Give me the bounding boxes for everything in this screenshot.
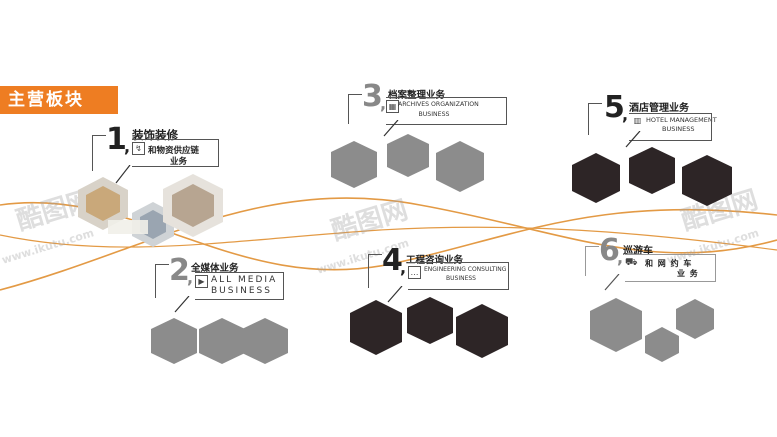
pointer-line xyxy=(174,296,190,313)
frame-line xyxy=(348,94,362,95)
hex-tile xyxy=(572,153,620,203)
section-1: 1 , 装饰装修 ↯ 和物资供应链 业务 xyxy=(92,125,222,185)
section-en-title: ENGINEERING CONSULTING xyxy=(424,266,507,273)
section-title: 巡游车 xyxy=(623,246,653,257)
building-icon: ▥ xyxy=(633,116,642,125)
section-6: 6 , 巡游车 ⛟ 和 网 约 车 业 务 xyxy=(585,234,725,294)
frame-line xyxy=(368,254,382,255)
section-number: 6 xyxy=(599,233,620,268)
photo-collage xyxy=(78,174,223,247)
hex-tile xyxy=(645,327,679,362)
pointer-line xyxy=(383,120,399,137)
pointer-line xyxy=(625,131,641,148)
section-title: 工程咨询业务 xyxy=(406,255,464,266)
photo-caption-strip xyxy=(108,220,148,234)
hex-tile xyxy=(350,300,402,355)
section-en-subtitle: BUSINESS xyxy=(662,125,695,133)
section-number: 2 xyxy=(169,253,190,288)
section-title: 装饰装修 xyxy=(132,128,178,142)
frame-box xyxy=(629,113,712,141)
section-title: 全媒体业务 xyxy=(191,263,239,274)
frame-line xyxy=(92,135,106,136)
chat-icon: … xyxy=(408,266,421,279)
comma: , xyxy=(124,137,131,156)
section-5: 5 , 酒店管理业务 ▥ HOTEL MANAGEMENT BUSINESS xyxy=(588,93,728,153)
video-icon: ▶ xyxy=(195,275,208,288)
comma: , xyxy=(622,105,629,124)
frame-line xyxy=(155,264,169,265)
section-en-subtitle: BUSINESS xyxy=(446,275,476,282)
frame-box xyxy=(408,262,509,290)
hex-tile xyxy=(682,155,732,206)
section-en-title: HOTEL MANAGEMENT xyxy=(646,116,717,124)
section-subtitle: 和 网 约 车 xyxy=(645,259,693,268)
hex-tile xyxy=(151,318,197,364)
wave-line-2 xyxy=(0,197,777,291)
hex-tile xyxy=(387,134,429,177)
frame-box xyxy=(195,272,284,300)
section-title: 酒店管理业务 xyxy=(629,103,689,114)
section-en-subtitle: BUSINESS xyxy=(211,286,272,296)
comma: , xyxy=(187,268,194,287)
section-3: 3 , 档案整理业务 ▦ ARCHIVES ORGANIZATION BUSIN… xyxy=(348,82,508,142)
hex-tile xyxy=(590,298,642,352)
pointer-line xyxy=(115,165,131,184)
section-2: 2 , 全媒体业务 ▶ ALL MEDIA BUSINESS xyxy=(155,254,295,314)
frame-box xyxy=(386,97,507,125)
section-number: 5 xyxy=(604,90,625,125)
frame-line xyxy=(368,254,369,288)
section-en-subtitle: BUSINESS xyxy=(418,111,450,118)
car-icon: ⛟ xyxy=(625,257,638,268)
hex-tile xyxy=(331,141,377,188)
archive-icon: ▦ xyxy=(386,100,399,113)
hex-tile xyxy=(629,147,675,194)
section-subtitle: 业 务 xyxy=(677,269,699,278)
hex-tile xyxy=(242,318,288,364)
tools-icon: ↯ xyxy=(132,142,145,155)
section-number: 4 xyxy=(382,243,403,278)
frame-line xyxy=(588,103,589,135)
section-banner: 主营板块 xyxy=(0,86,118,114)
hex-tile xyxy=(676,299,714,339)
comma: , xyxy=(617,248,624,267)
hex-tile xyxy=(436,141,484,192)
frame-line xyxy=(585,246,599,247)
frame-box xyxy=(132,139,219,167)
section-en-title: ALL MEDIA xyxy=(211,275,278,285)
frame-box xyxy=(625,254,716,282)
section-subtitle: 业务 xyxy=(170,157,188,167)
wave-line-3 xyxy=(0,226,777,251)
frame-line xyxy=(155,264,156,298)
photo-hex-detail xyxy=(172,184,214,227)
hex-tile xyxy=(456,304,508,358)
section-en-title: ARCHIVES ORGANIZATION xyxy=(398,101,479,108)
comma: , xyxy=(380,94,387,113)
frame-line xyxy=(585,246,586,276)
section-4: 4 , 工程咨询业务 … ENGINEERING CONSULTING BUSI… xyxy=(368,244,518,304)
hex-tile xyxy=(199,318,245,364)
section-subtitle: 和物资供应链 xyxy=(148,146,200,156)
photo-hex-detail xyxy=(86,186,120,221)
section-number: 1 xyxy=(106,122,127,157)
frame-line xyxy=(588,103,602,104)
frame-line xyxy=(348,94,349,124)
comma: , xyxy=(400,258,407,277)
frame-line xyxy=(92,135,93,171)
pointer-line xyxy=(604,274,620,291)
pointer-line xyxy=(387,286,403,303)
section-number: 3 xyxy=(362,79,383,114)
section-title: 档案整理业务 xyxy=(388,90,446,101)
hex-tile xyxy=(407,297,453,344)
